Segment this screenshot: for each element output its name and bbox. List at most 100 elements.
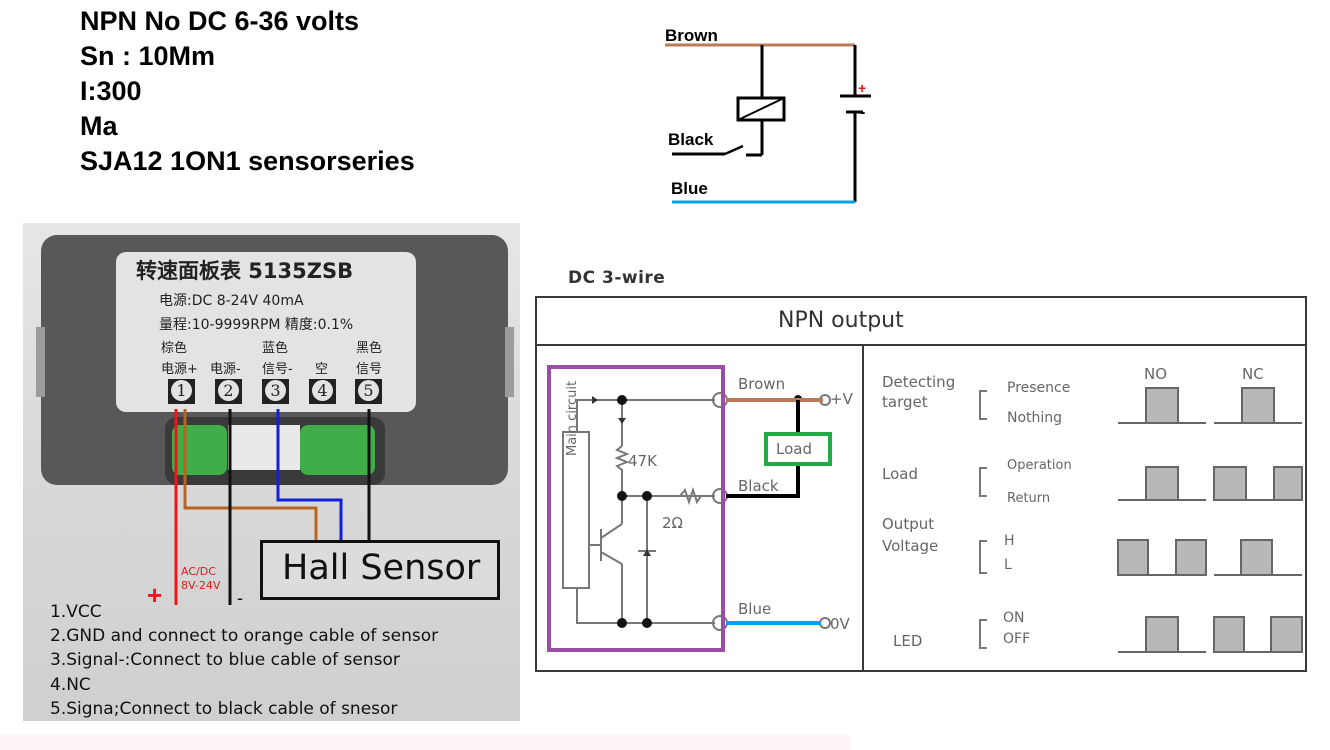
plus-v-label: +V xyxy=(830,390,853,408)
junction-dot xyxy=(642,491,652,501)
waveform-pulse-nc-row3 xyxy=(1240,539,1273,576)
pin-description: 3.Signal-:Connect to blue cable of senso… xyxy=(50,650,400,671)
circuit-highlight-box xyxy=(547,365,725,652)
relay-schematic xyxy=(665,43,871,204)
row-label-output-voltage: Output Voltage xyxy=(882,513,938,557)
battery-minus-sign: - xyxy=(860,104,866,121)
circuit-brown-label: Brown xyxy=(738,375,786,393)
bracket-icon xyxy=(979,619,987,649)
terminal-zero-v xyxy=(819,617,831,629)
battery-plus-sign: + xyxy=(858,80,867,96)
range-spec: 量程:10-9999RPM 精度:0.1% xyxy=(159,317,354,333)
npn-output-title: NPN output xyxy=(778,308,904,333)
bottom-rail xyxy=(576,588,715,624)
load-box xyxy=(764,432,832,466)
waveform-pulse-nc-row2 xyxy=(1273,466,1303,501)
state-presence: Presence xyxy=(1007,380,1071,396)
junction-dot xyxy=(617,618,627,628)
spec-line-voltage: NPN No DC 6-36 volts xyxy=(80,6,360,36)
spec-text-block: NPN No DC 6-36 volts Sn : 10Mm I:300 Ma … xyxy=(80,4,415,179)
junction-dot xyxy=(642,618,652,628)
column-header-nc: NC xyxy=(1242,365,1264,383)
diode-icon xyxy=(592,396,598,404)
side-clip-right xyxy=(505,327,514,397)
npn-output-table xyxy=(535,296,1307,672)
state-high: H xyxy=(1004,533,1015,549)
side-clip-left xyxy=(36,327,45,397)
resistor-47k-label: 47K xyxy=(628,452,657,470)
spec-line-sensing: Sn : 10Mm xyxy=(80,41,216,71)
row-label-line: target xyxy=(882,393,928,411)
power-spec: 电源:DC 8-24V 40mA xyxy=(159,293,304,309)
resistor-2ohm-label: 2Ω xyxy=(662,514,684,532)
junction-dot xyxy=(617,491,627,501)
label-plate: 转速面板表 5135ZSB 电源:DC 8-24V 40mA 量程:10-999… xyxy=(116,252,416,412)
column-header-no: NO xyxy=(1144,365,1168,383)
blue-wire xyxy=(276,409,343,540)
pin-description-list: 1.VCC 2.GND and connect to orange cable … xyxy=(50,600,438,721)
switch-blade-icon xyxy=(724,144,744,156)
diode-down-icon xyxy=(618,418,626,424)
transistor-collector xyxy=(600,523,623,539)
circuit-black-label: Black xyxy=(738,477,779,495)
terminal-1: 1 xyxy=(168,379,195,404)
waveform-pulse-nc-row4 xyxy=(1213,616,1245,653)
state-on: ON xyxy=(1003,610,1025,626)
row-label-line: Voltage xyxy=(882,537,939,555)
row-label-detecting-target: Detecting target xyxy=(882,372,955,412)
color-label-brown: 棕色 xyxy=(161,341,188,356)
bracket-icon xyxy=(979,540,987,574)
terminal-function-1: 电源+ xyxy=(161,362,198,377)
terminal-4: 4 xyxy=(309,379,336,404)
main-circuit-label: Main circuit xyxy=(565,380,580,456)
row-label-line: Detecting xyxy=(882,373,956,391)
color-label-blue: 蓝色 xyxy=(262,341,289,356)
timing-waveforms xyxy=(1117,387,1303,653)
supply-label: AC/DC 8V-24V xyxy=(181,565,220,593)
zener-arrow-icon xyxy=(643,549,651,556)
waveform-pulse-no-row3 xyxy=(1117,539,1149,576)
circuit-blue-label: Blue xyxy=(738,600,772,618)
terminal-4-number: 4 xyxy=(312,380,333,401)
terminal-3-number: 3 xyxy=(265,380,286,401)
waveform-pulse-nc-row4 xyxy=(1270,616,1303,653)
supply-voltage: 8V-24V xyxy=(181,579,221,592)
bottom-strip xyxy=(0,735,850,750)
pcb-right xyxy=(300,425,375,475)
transistor-emitter-icon xyxy=(600,551,623,565)
state-nothing: Nothing xyxy=(1007,410,1063,426)
brown-label: Brown xyxy=(665,26,718,45)
black-label: Black xyxy=(668,130,714,149)
state-return: Return xyxy=(1007,491,1051,506)
pin-description: 5.Signa;Connect to black cable of snesor xyxy=(50,698,398,719)
terminal-2: 2 xyxy=(215,379,242,404)
spec-line-current: I:300 xyxy=(80,76,142,106)
hall-sensor-label: Hall Sensor xyxy=(282,548,481,588)
npn-circuit-diagram xyxy=(547,365,832,652)
top-rail-left xyxy=(576,399,622,432)
terminal-2-number: 2 xyxy=(218,380,239,401)
resistor-2ohm-icon xyxy=(679,486,715,506)
terminal-function-4: 空 xyxy=(315,362,329,377)
row-label-load: Load xyxy=(882,465,918,483)
terminal-function-5: 信号 xyxy=(356,362,383,377)
wiring-overlay xyxy=(174,409,371,605)
waveform-pulse-nc-row2 xyxy=(1213,466,1247,501)
terminal-function-2: 电源- xyxy=(210,362,241,377)
terminal-5: 5 xyxy=(355,379,382,404)
bracket-icon xyxy=(979,467,987,497)
minus-sign: - xyxy=(237,588,243,608)
waveform-pulse-no-row2 xyxy=(1145,466,1179,501)
color-label-black: 黑色 xyxy=(356,341,383,356)
terminal-1-number: 1 xyxy=(171,380,192,401)
row-label-line: Output xyxy=(882,515,935,533)
pin-description: 1.VCC xyxy=(50,602,102,622)
terminal-3: 3 xyxy=(262,379,289,404)
waveform-pulse-no-row3 xyxy=(1175,539,1207,576)
pcb-left xyxy=(172,425,227,475)
waveform-pulse-no-row1 xyxy=(1145,387,1179,424)
dc-3wire-heading: DC 3-wire xyxy=(568,268,666,288)
bracket-icon xyxy=(979,390,987,420)
hall-sensor-box xyxy=(260,540,500,600)
coil-slash xyxy=(739,98,783,120)
